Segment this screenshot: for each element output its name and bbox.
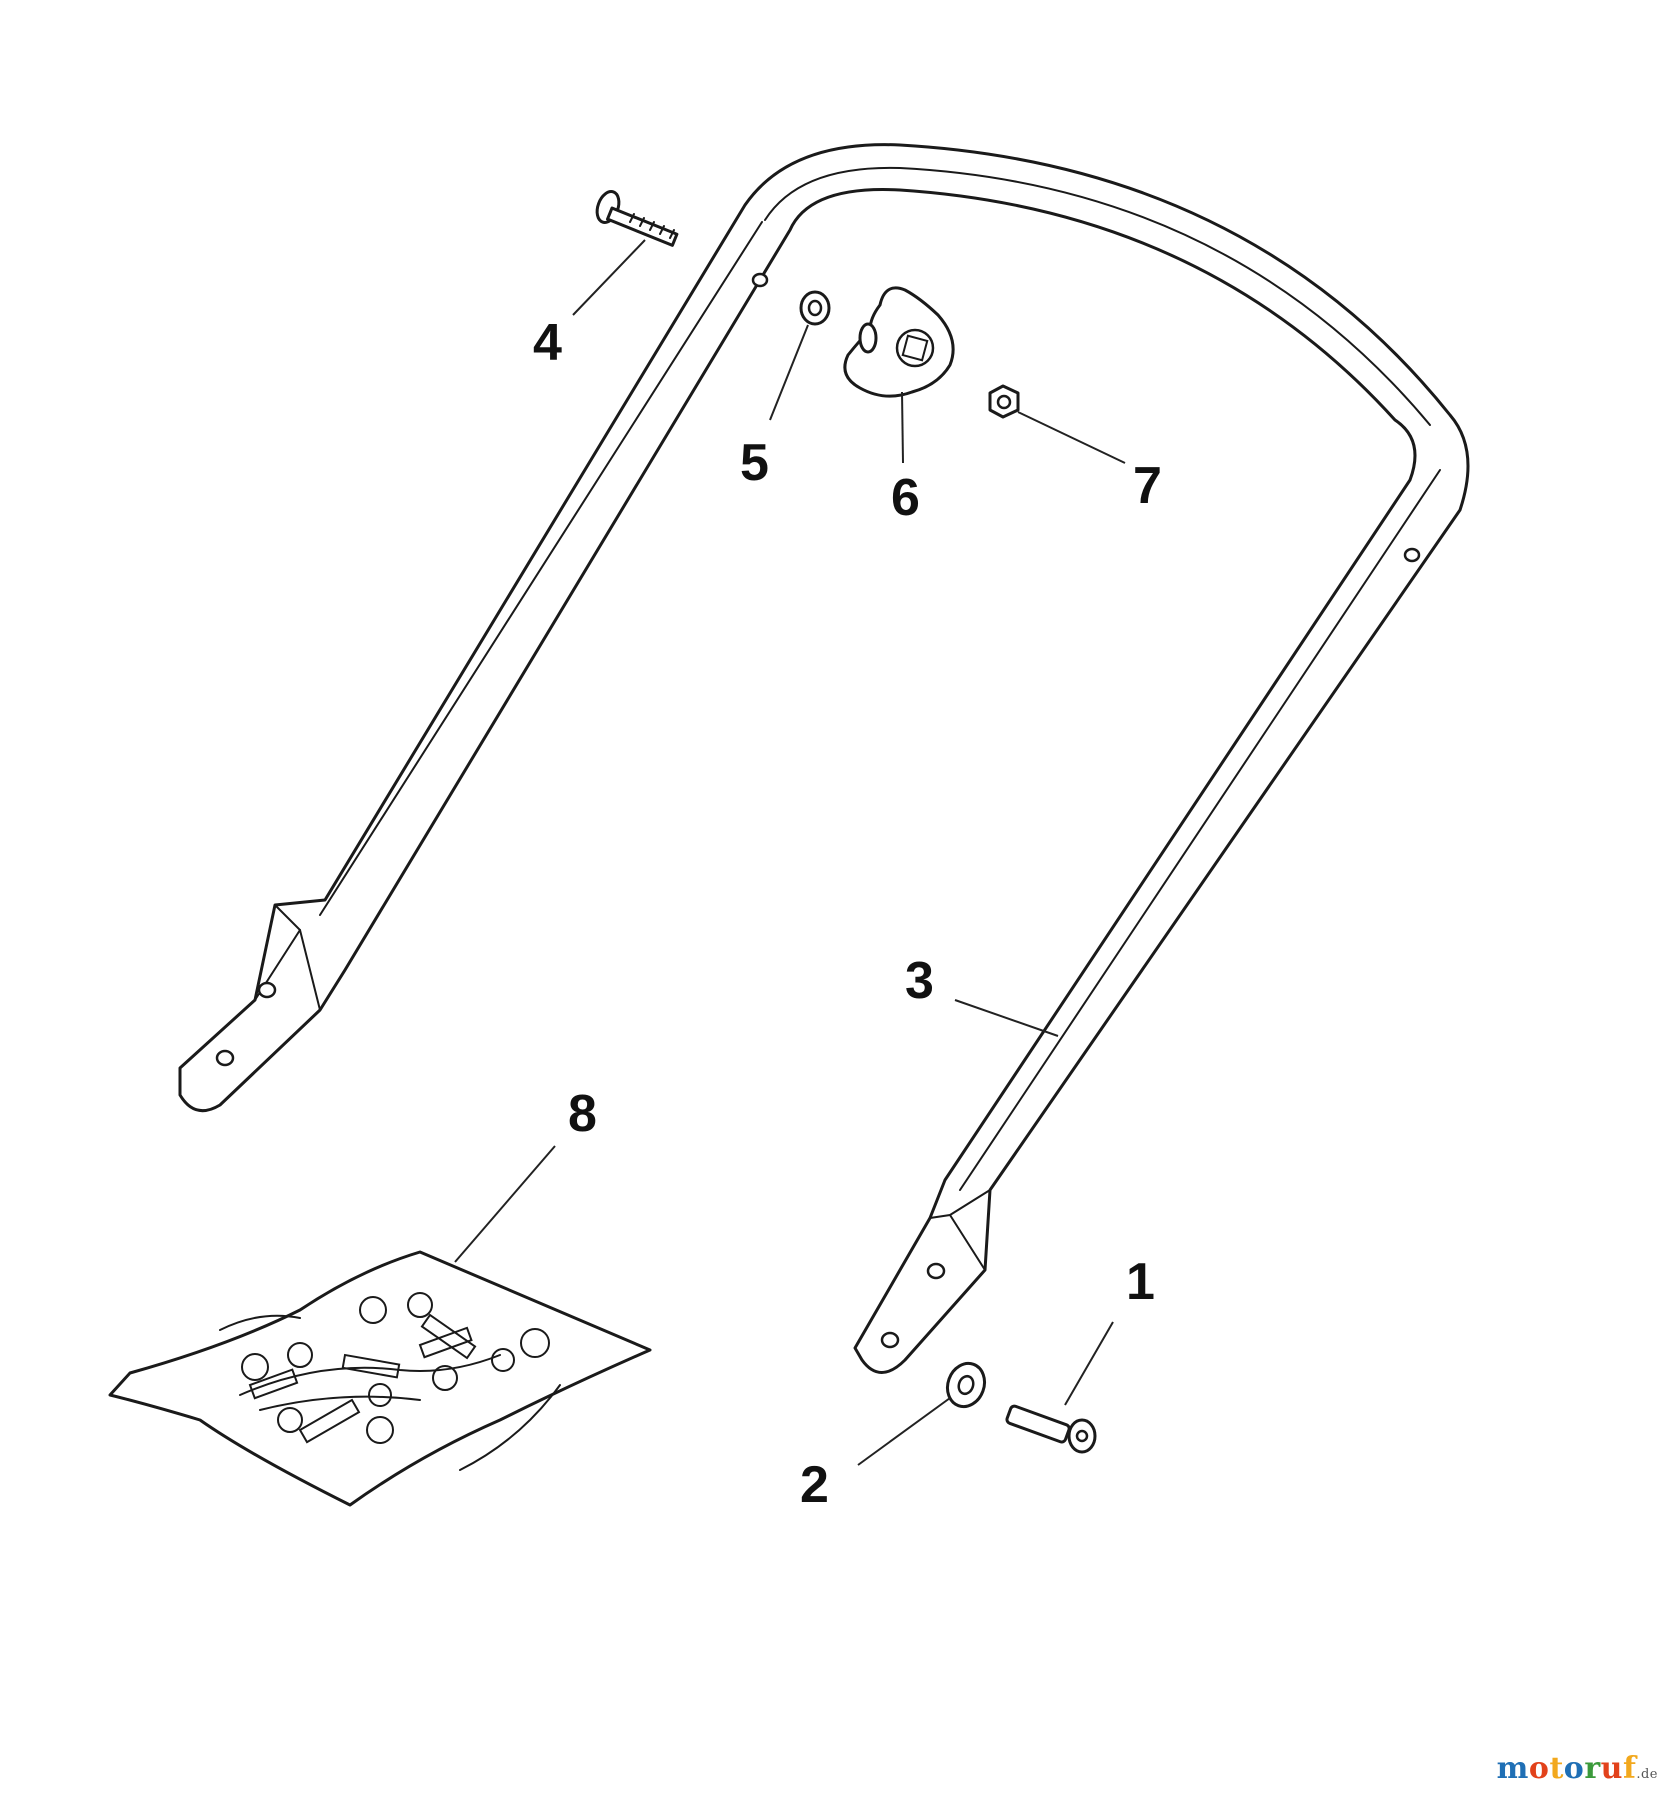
hardware-bag-part xyxy=(108,1250,652,1507)
watermark-letter: t xyxy=(1549,1751,1564,1786)
callout-5: 5 xyxy=(740,434,769,492)
small-washer-part xyxy=(799,290,831,326)
callout-2: 2 xyxy=(800,1456,829,1514)
leader-8 xyxy=(454,1145,556,1263)
bolt-part xyxy=(1005,1404,1097,1454)
watermark-letter: u xyxy=(1600,1751,1623,1786)
watermark-letter: r xyxy=(1584,1751,1601,1786)
leader-1 xyxy=(1064,1321,1114,1406)
callout-4: 4 xyxy=(533,314,562,372)
callout-8: 8 xyxy=(568,1085,597,1143)
watermark-letter: o xyxy=(1528,1751,1550,1786)
leader-2 xyxy=(857,1397,951,1466)
lock-nut-part xyxy=(988,384,1020,419)
watermark-suffix: .de xyxy=(1636,1767,1658,1782)
watermark-logo: motoruf.de xyxy=(1497,1751,1658,1786)
carriage-bolt-part xyxy=(595,190,679,247)
callout-7: 7 xyxy=(1133,457,1162,515)
handle-tube xyxy=(178,143,1470,1374)
leader-5 xyxy=(769,324,809,421)
washer-part xyxy=(945,1361,987,1409)
leader-6 xyxy=(901,391,904,464)
callout-3: 3 xyxy=(905,952,934,1010)
watermark-letter: f xyxy=(1622,1751,1637,1786)
callout-6: 6 xyxy=(891,469,920,527)
callout-labels: 1 2 3 4 5 6 7 8 xyxy=(533,314,1162,1514)
star-knob-part xyxy=(843,286,955,398)
callout-1: 1 xyxy=(1126,1253,1155,1311)
leader-3 xyxy=(954,999,1059,1037)
watermark-letter: m xyxy=(1496,1751,1529,1786)
leader-4 xyxy=(572,239,646,316)
leader-lines xyxy=(454,239,1126,1466)
watermark-letter: o xyxy=(1563,1751,1585,1786)
leader-7 xyxy=(1017,411,1126,464)
